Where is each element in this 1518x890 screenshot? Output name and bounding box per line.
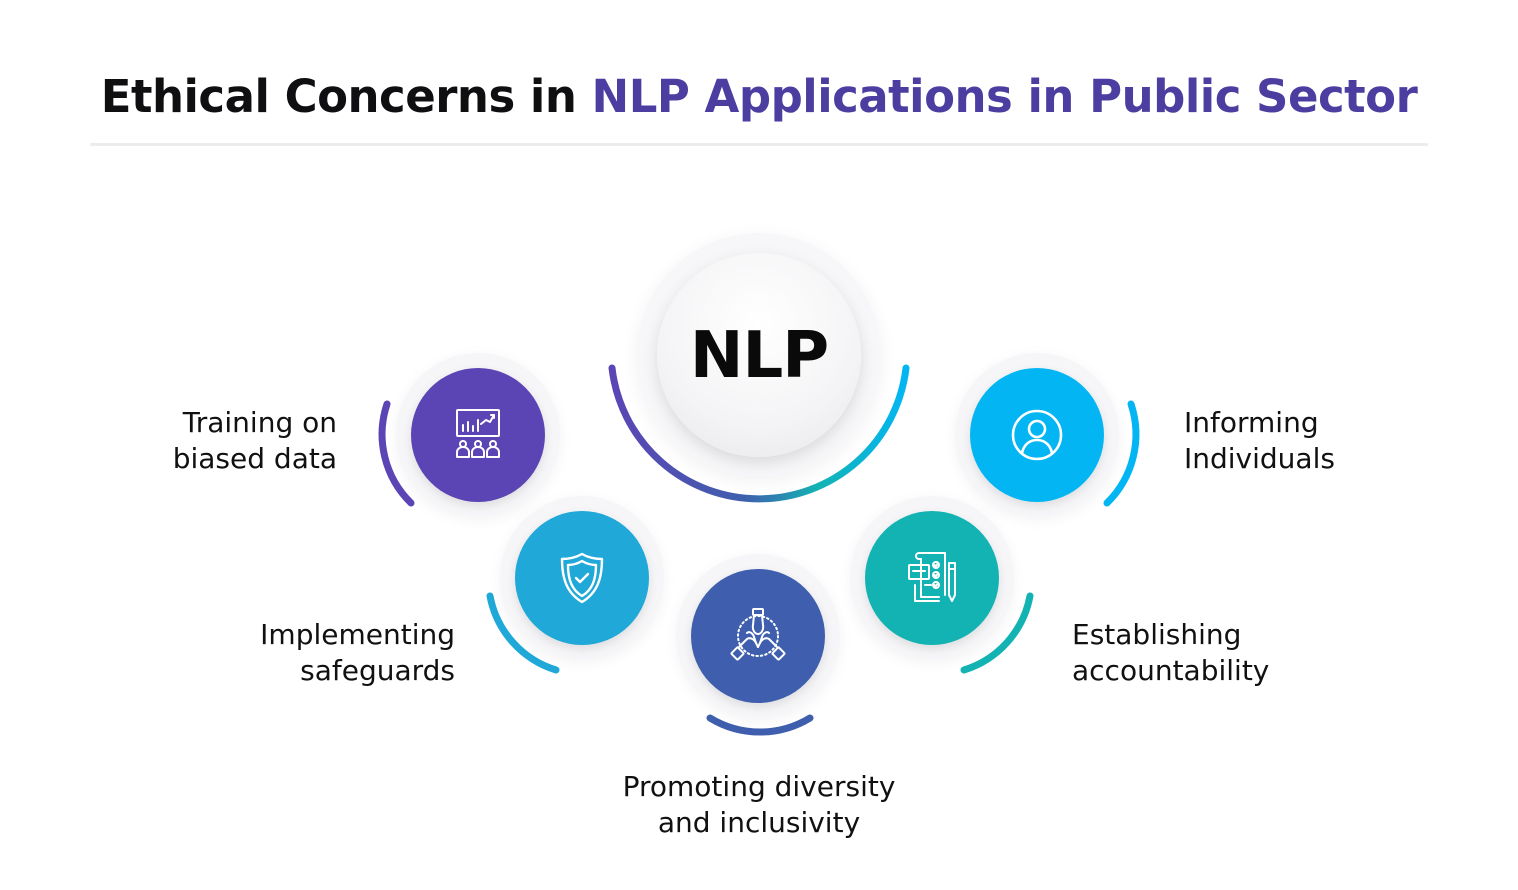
- safeguards-label: Implementing safeguards: [260, 617, 455, 689]
- title-accent: NLP Applications in Public Sector: [591, 70, 1418, 123]
- safeguards-label-line2: safeguards: [300, 654, 455, 687]
- accountability-label: Establishing accountability: [1072, 617, 1269, 689]
- diversity-node: [691, 569, 825, 703]
- title-prefix: Ethical Concerns in: [100, 70, 592, 123]
- training-node: [411, 368, 545, 502]
- checklist-document-icon: [908, 552, 956, 602]
- presentation-chart-icon: [456, 409, 500, 458]
- accountability-label-line2: accountability: [1072, 654, 1270, 687]
- hub-label: NLP: [689, 319, 829, 393]
- accountability-label-line1: Establishing: [1072, 618, 1242, 651]
- safeguards-label-line1: Implementing: [260, 618, 455, 651]
- informing-node: [970, 368, 1104, 502]
- accountability-node: [865, 511, 999, 645]
- training-label-line1: Training on: [182, 406, 337, 439]
- title-divider: [90, 143, 1428, 146]
- joined-hands-icon: [730, 608, 786, 661]
- informing-label-line1: Informing: [1184, 406, 1319, 439]
- safeguards-node: [515, 511, 649, 645]
- nlp-hub: NLP: [657, 253, 861, 457]
- training-label-line2: biased data: [172, 442, 337, 475]
- diversity-arc: [706, 714, 814, 736]
- informing-label-line2: Individuals: [1184, 442, 1335, 475]
- diversity-label-line1: Promoting diversity: [622, 770, 896, 803]
- page-title: Ethical Concerns in NLP Applications in …: [0, 70, 1518, 123]
- shield-check-icon: [560, 552, 604, 604]
- diversity-label: Promoting diversity and inclusivity: [559, 769, 959, 841]
- informing-label: Informing Individuals: [1184, 405, 1335, 477]
- training-label: Training on biased data: [173, 405, 337, 477]
- diversity-label-line2: and inclusivity: [657, 806, 861, 839]
- user-circle-icon: [1011, 409, 1063, 461]
